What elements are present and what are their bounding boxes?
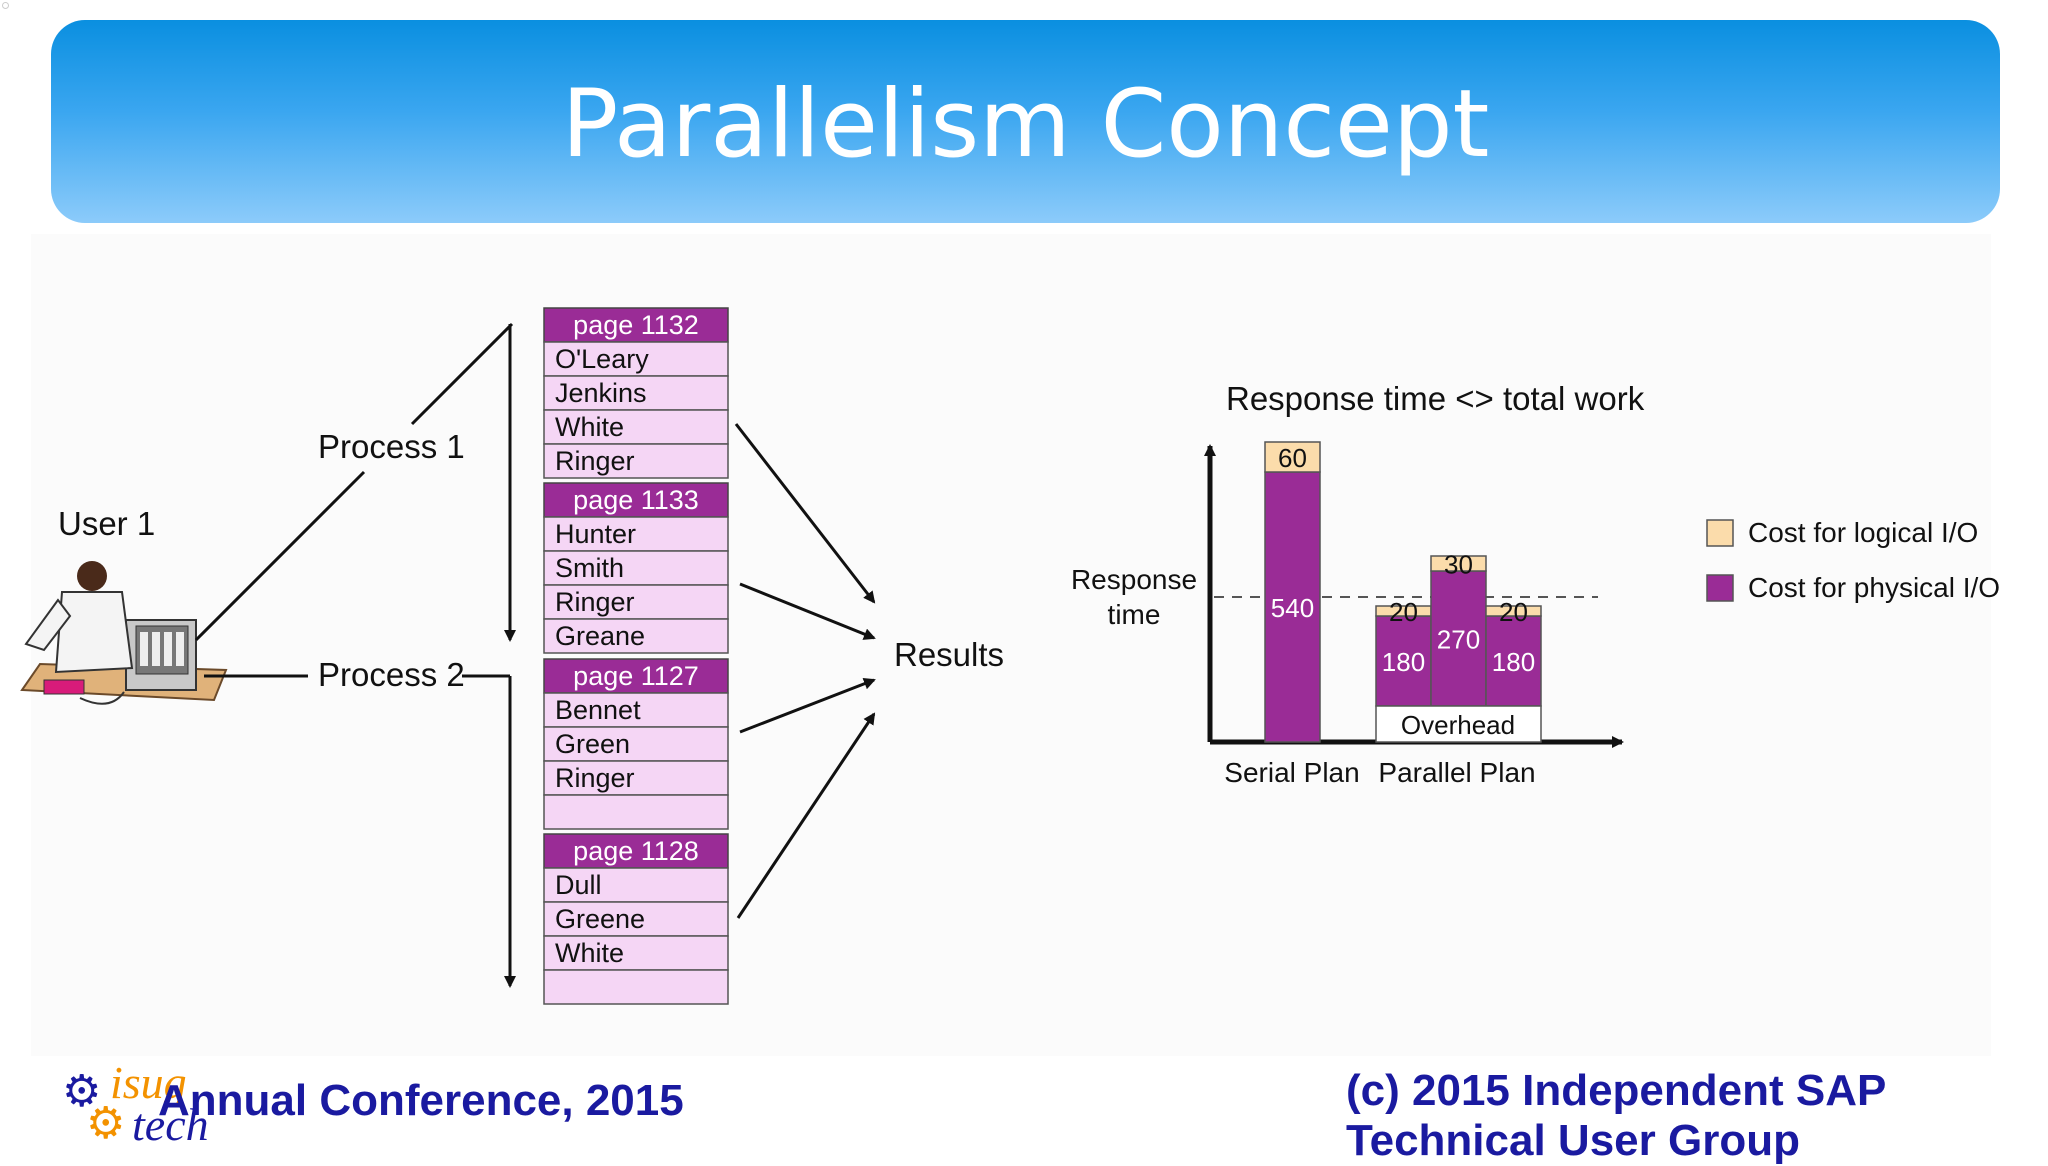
legend-swatch xyxy=(1706,574,1734,602)
page-row-label: White xyxy=(555,938,624,968)
page-row xyxy=(543,584,729,620)
category-serial-plan: Serial Plan xyxy=(1224,757,1359,788)
page-row-label: Greane xyxy=(555,621,645,651)
user-label: User 1 xyxy=(58,505,155,542)
bar-physical-label: 540 xyxy=(1271,593,1314,623)
process1-label: Process 1 xyxy=(318,428,465,465)
bar-physical xyxy=(1375,615,1432,707)
page-row-label: O'Leary xyxy=(555,344,649,374)
slide-title: Parallelism Concept xyxy=(561,70,1490,179)
chart-legend: Cost for logical I/O Cost for physical I/… xyxy=(1706,517,2000,603)
bar-logical xyxy=(1485,605,1542,617)
bar-logical-label: 20 xyxy=(1499,597,1528,627)
arrow-page2-results xyxy=(739,582,876,640)
page-row xyxy=(543,443,729,479)
page-row xyxy=(543,341,729,377)
page-row xyxy=(543,550,729,586)
page-row xyxy=(543,794,729,830)
page-row-label: Ringer xyxy=(555,587,635,617)
chart-title: Response time <> total work xyxy=(1226,380,1645,417)
process1-line-upper xyxy=(410,322,514,426)
page-row xyxy=(543,692,729,728)
page-row xyxy=(543,409,729,445)
user-computer-illustration xyxy=(20,561,228,705)
page-row-label: White xyxy=(555,412,624,442)
page-header-label: page 1128 xyxy=(573,836,699,866)
page-header-label: page 1132 xyxy=(573,310,699,340)
y-axis-label-line2: time xyxy=(1108,599,1161,630)
bar-physical-label: 270 xyxy=(1437,625,1480,655)
logo-top-text: isug xyxy=(110,1057,187,1108)
y-axis-label-line1: Response xyxy=(1071,564,1197,595)
page-row xyxy=(543,618,729,654)
page-header xyxy=(543,307,729,343)
arrow-page3-results xyxy=(739,678,876,734)
logo-bottom-text: tech xyxy=(132,1099,209,1150)
page-row-label: Ringer xyxy=(555,763,635,793)
page-row-label: Hunter xyxy=(555,519,636,549)
overhead-label: Overhead xyxy=(1401,710,1515,740)
page-row-label: Greene xyxy=(555,904,645,934)
bar-logical xyxy=(1430,555,1487,572)
page-header xyxy=(543,658,729,694)
bar-physical-label: 180 xyxy=(1382,647,1425,677)
category-parallel-plan: Parallel Plan xyxy=(1378,757,1535,788)
footer-conference: Annual Conference, 2015 xyxy=(158,1076,684,1125)
isug-tech-logo: ⚙ ⚙ isug tech xyxy=(62,1057,222,1150)
page-header xyxy=(543,482,729,518)
page-row-label: Jenkins xyxy=(555,378,647,408)
arrow-page1-results xyxy=(734,423,876,604)
page-row-label: Smith xyxy=(555,553,624,583)
bar-physical xyxy=(1264,471,1321,743)
page-row-label: Bennet xyxy=(555,695,641,725)
legend-label: Cost for logical I/O xyxy=(1748,517,1978,548)
gear-icon: ⚙ xyxy=(62,1067,102,1116)
bar-logical-label: 20 xyxy=(1389,597,1418,627)
title-banner: Parallelism Concept xyxy=(51,20,2000,223)
gear-icon: ⚙ xyxy=(86,1099,126,1148)
page-header-label: page 1133 xyxy=(573,485,699,515)
bar-physical-label: 180 xyxy=(1492,647,1535,677)
overhead-box xyxy=(1375,705,1542,743)
slide-content xyxy=(31,234,1991,1056)
page-row-label: Green xyxy=(555,729,630,759)
bar-physical xyxy=(1485,615,1542,707)
page-row xyxy=(543,726,729,762)
process2-label: Process 2 xyxy=(318,656,465,693)
page-row xyxy=(543,760,729,796)
corner-marker xyxy=(2,2,9,9)
page-row-label: Dull xyxy=(555,870,602,900)
results-label: Results xyxy=(894,636,1004,673)
page-row-label: Ringer xyxy=(555,446,635,476)
footer-copyright: (c) 2015 Independent SAP Technical User … xyxy=(1346,1066,1886,1165)
legend-swatch xyxy=(1706,519,1734,547)
bar-logical-label: 30 xyxy=(1444,550,1473,580)
page-row xyxy=(543,516,729,552)
arrow-page4-results xyxy=(736,712,876,919)
page-row xyxy=(543,969,729,1005)
process1-line-lower xyxy=(194,470,366,642)
bar-logical xyxy=(1264,441,1321,473)
bar-logical-label: 60 xyxy=(1278,443,1307,473)
page-row xyxy=(543,901,729,937)
page-header-label: page 1127 xyxy=(573,661,699,691)
legend-label: Cost for physical I/O xyxy=(1748,572,2000,603)
page-row xyxy=(543,375,729,411)
page-header xyxy=(543,833,729,869)
